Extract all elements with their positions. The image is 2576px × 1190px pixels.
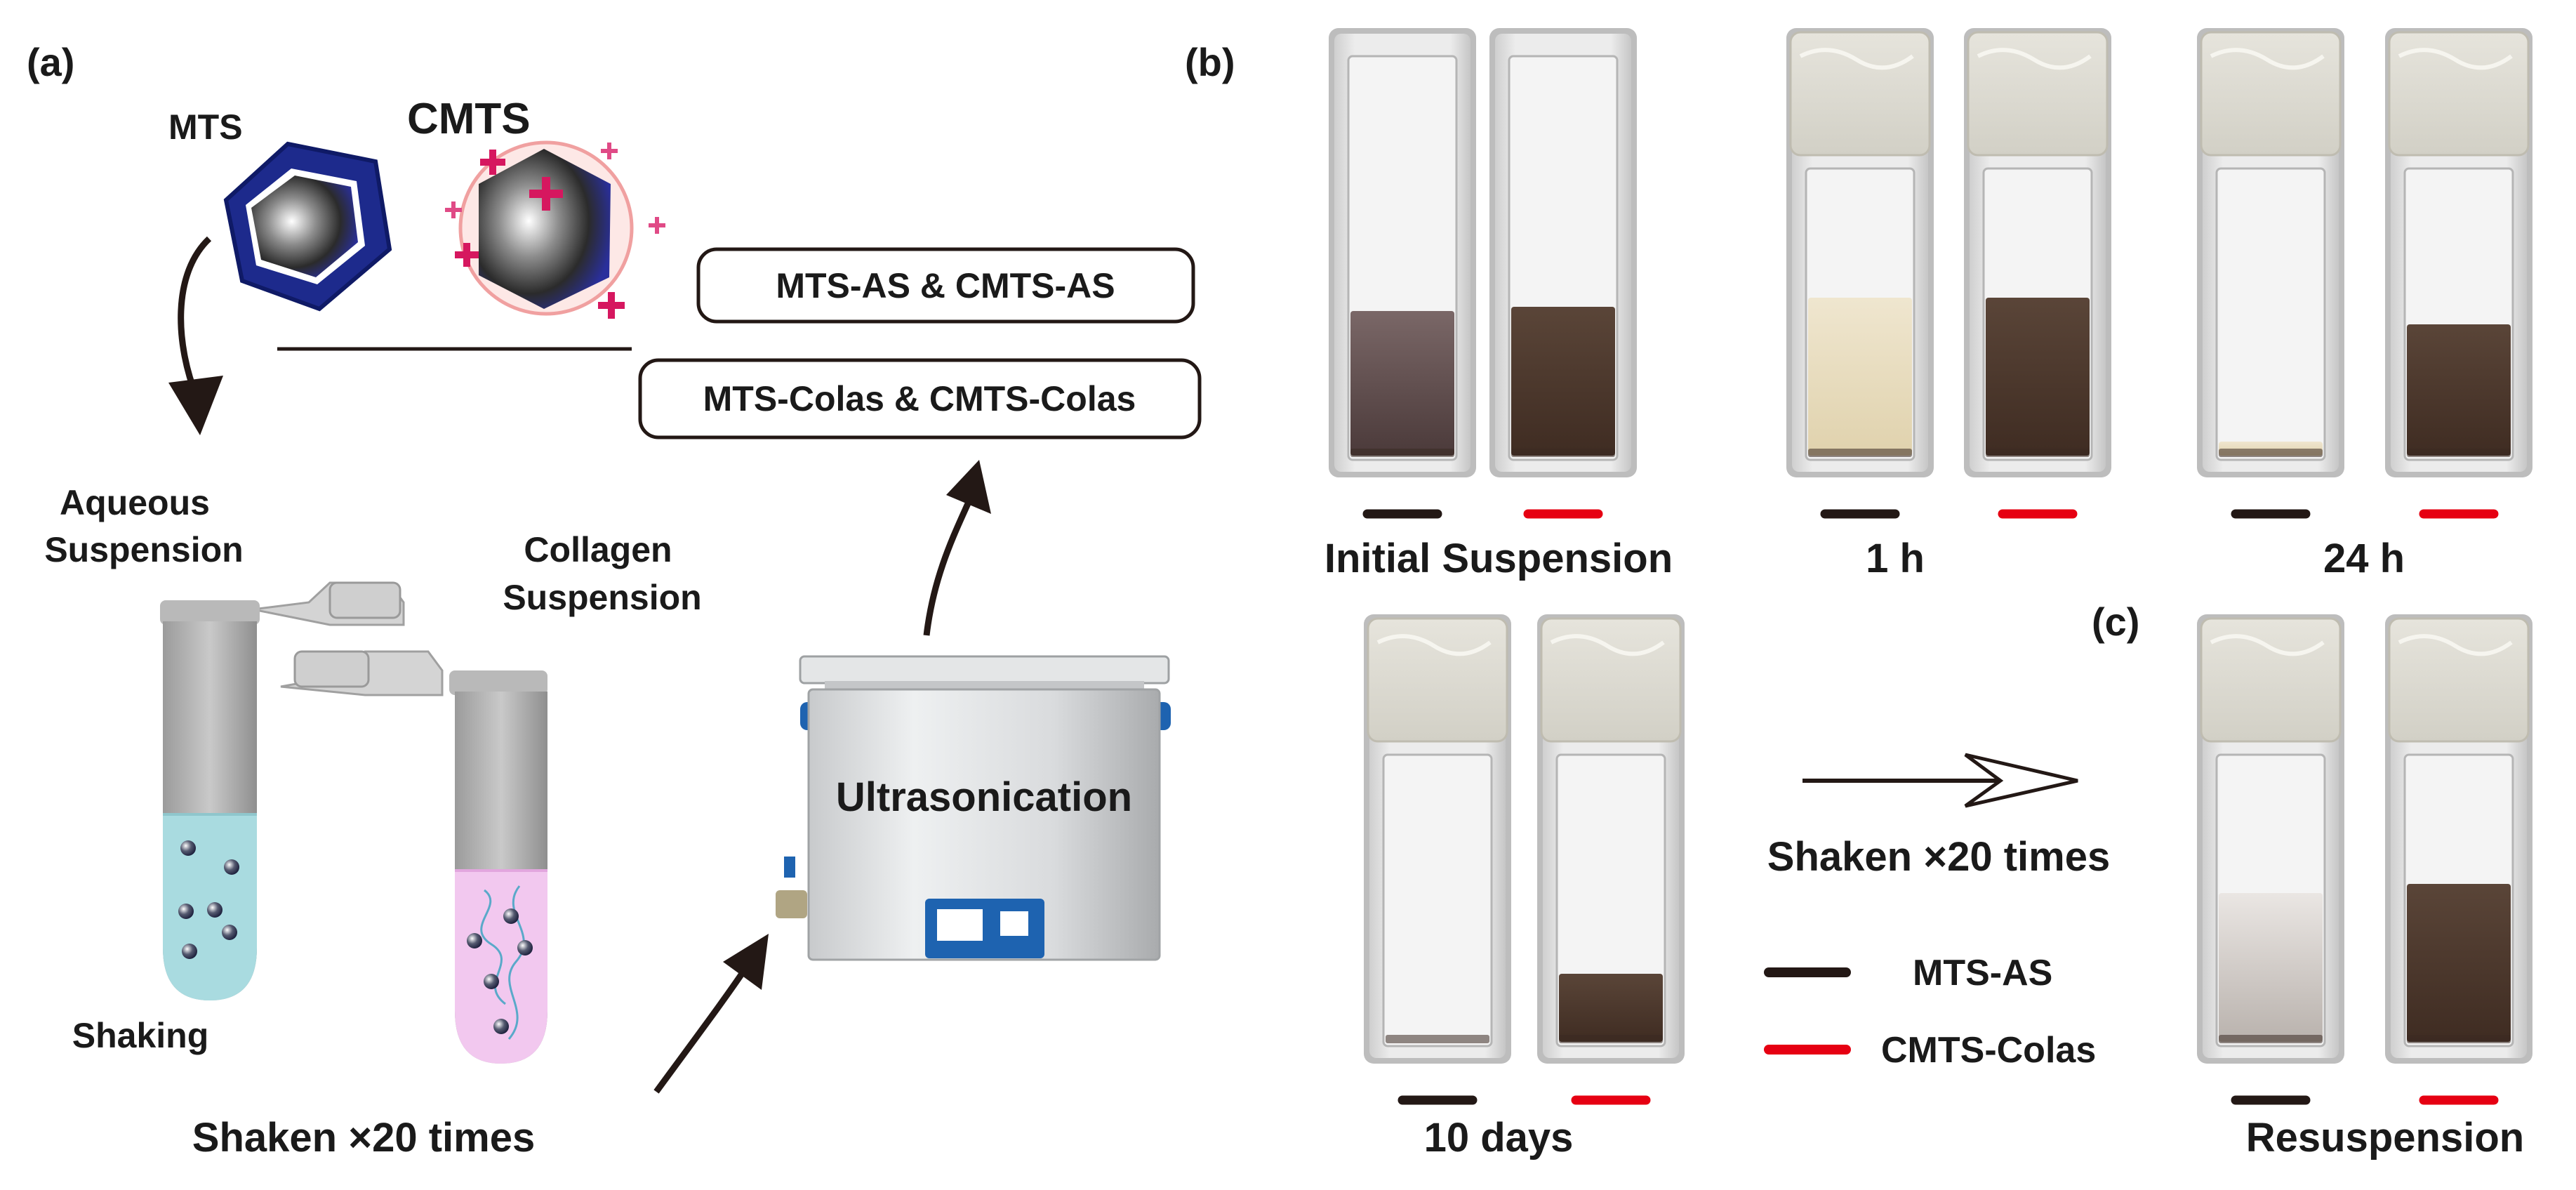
box-mts-colas-cmts-colas: MTS-Colas & CMTS-Colas	[638, 358, 1202, 439]
shaken-label-c: Shaken ×20 times	[1767, 834, 2110, 880]
arrow-up-to-boxes	[923, 460, 991, 636]
resuspension-label: Resuspension	[2246, 1115, 2524, 1161]
panel-c-label: (c)	[2092, 600, 2139, 644]
mts-particle-icon	[223, 141, 392, 312]
collagen-tube-icon	[280, 650, 547, 1064]
time-label-24h: 24 h	[2323, 536, 2405, 581]
cuvette-1h-mts-as	[1786, 28, 1934, 519]
collagen-label-line1: Collagen	[524, 530, 672, 569]
box-top-label: MTS-AS & CMTS-AS	[776, 266, 1115, 305]
legend-label-cmts-colas: CMTS-Colas	[1881, 1030, 2096, 1071]
shaking-label: Shaking	[72, 1016, 208, 1055]
cuvette-initial-cmts-colas	[1489, 28, 1637, 519]
cuvette-resuspension-mts-as	[2197, 614, 2344, 1105]
collagen-label-line2: Suspension	[503, 578, 701, 617]
legend-label-mts-as: MTS-AS	[1913, 953, 2052, 993]
ultrasonicator-icon	[776, 655, 1171, 961]
mts-label: MTS	[168, 107, 243, 147]
time-label-10days: 10 days	[1424, 1115, 1574, 1161]
cuvette-24h-mts-as	[2197, 28, 2344, 519]
cmts-particle-icon	[445, 140, 665, 319]
ultrasonication-label: Ultrasonication	[836, 774, 1132, 820]
panel-b-label: (b)	[1185, 40, 1235, 84]
box-mts-as-cmts-as: MTS-AS & CMTS-AS	[696, 247, 1195, 324]
shaken-label-a: Shaken ×20 times	[192, 1115, 535, 1161]
cuvette-initial-mts-as	[1329, 28, 1476, 519]
resuspension-arrow	[1802, 753, 2078, 808]
cuvette-photos	[1329, 28, 2532, 1105]
legend: MTS-AS CMTS-Colas	[1764, 953, 2096, 1071]
aqueous-label-line1: Aqueous	[60, 483, 210, 522]
box-bottom-label: MTS-Colas & CMTS-Colas	[703, 379, 1136, 418]
cuvette-10days-mts-as	[1364, 614, 1511, 1105]
aqueous-label-line2: Suspension	[44, 530, 243, 569]
time-label-initial: Initial Suspension	[1324, 536, 1673, 581]
cuvette-1h-cmts-colas	[1964, 28, 2111, 519]
cmts-label: CMTS	[407, 95, 531, 143]
cuvette-resuspension-cmts-colas	[2385, 614, 2532, 1105]
panel-a-label: (a)	[27, 40, 74, 84]
arrow-to-ultrasonicator	[653, 934, 769, 1094]
aqueous-tube-icon	[160, 581, 405, 1000]
cuvette-10days-cmts-colas	[1537, 614, 1685, 1105]
time-label-1h: 1 h	[1866, 536, 1925, 581]
cuvette-24h-cmts-colas	[2385, 28, 2532, 519]
arrow-down-curved	[168, 236, 223, 435]
